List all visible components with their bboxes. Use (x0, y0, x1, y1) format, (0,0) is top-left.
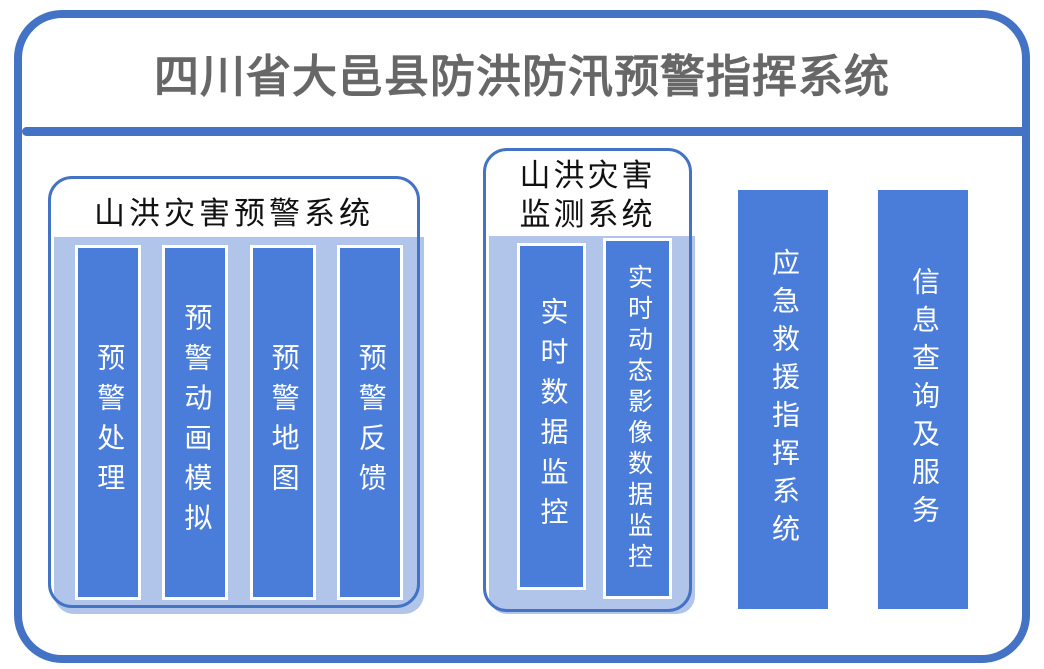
module-bar-warning-feedback: 预警反馈 (336, 245, 403, 600)
module-bar-label: 预警处理 (93, 342, 125, 503)
group-flood-warning-system: 山洪灾害预警系统 预警处理 预警动画模拟 预警地图 预警反馈 (48, 176, 424, 614)
module-bar-label: 预警反馈 (354, 342, 386, 503)
module-bar-row: 预警处理 预警动画模拟 预警地图 预警反馈 (54, 245, 424, 600)
group-header-line: 监测系统 (519, 197, 656, 232)
group-flood-monitoring-system: 山洪灾害 监测系统 实时数据监控 实时动态影像数据监控 (483, 148, 695, 614)
module-bar-realtime-data-monitoring: 实时数据监控 (517, 243, 586, 590)
diagram-title: 四川省大邑县防洪防汛预警指挥系统 (153, 51, 890, 102)
module-bar-warning-animation-simulation: 预警动画模拟 (162, 245, 229, 600)
group-header-flood-warning: 山洪灾害预警系统 (94, 196, 374, 231)
outer-frame: 四川省大邑县防洪防汛预警指挥系统 山洪灾害预警系统 预警处理 预警动画模拟 预警… (14, 10, 1030, 663)
group-header-flood-monitoring: 山洪灾害 监测系统 (483, 156, 692, 234)
title-underline (22, 127, 1022, 136)
module-bar-label: 信息查询及服务 (908, 266, 939, 533)
group-header-line: 山洪灾害 (519, 158, 656, 193)
module-bar-emergency-rescue-command-system: 应急救援指挥系统 (738, 190, 828, 609)
module-bar-realtime-dynamic-video-data-monitoring: 实时动态影像数据监控 (603, 238, 672, 599)
module-bar-label: 实时数据监控 (536, 296, 568, 537)
module-bar-warning-map: 预警地图 (249, 245, 316, 600)
module-bar-information-query-and-service: 信息查询及服务 (878, 190, 968, 609)
module-bar-warning-processing: 预警处理 (75, 245, 142, 600)
module-bar-label: 预警地图 (267, 342, 299, 503)
module-bar-label: 预警动画模拟 (180, 302, 212, 543)
module-bar-label: 实时动态影像数据监控 (624, 263, 652, 574)
module-bar-label: 应急救援指挥系统 (768, 247, 799, 552)
